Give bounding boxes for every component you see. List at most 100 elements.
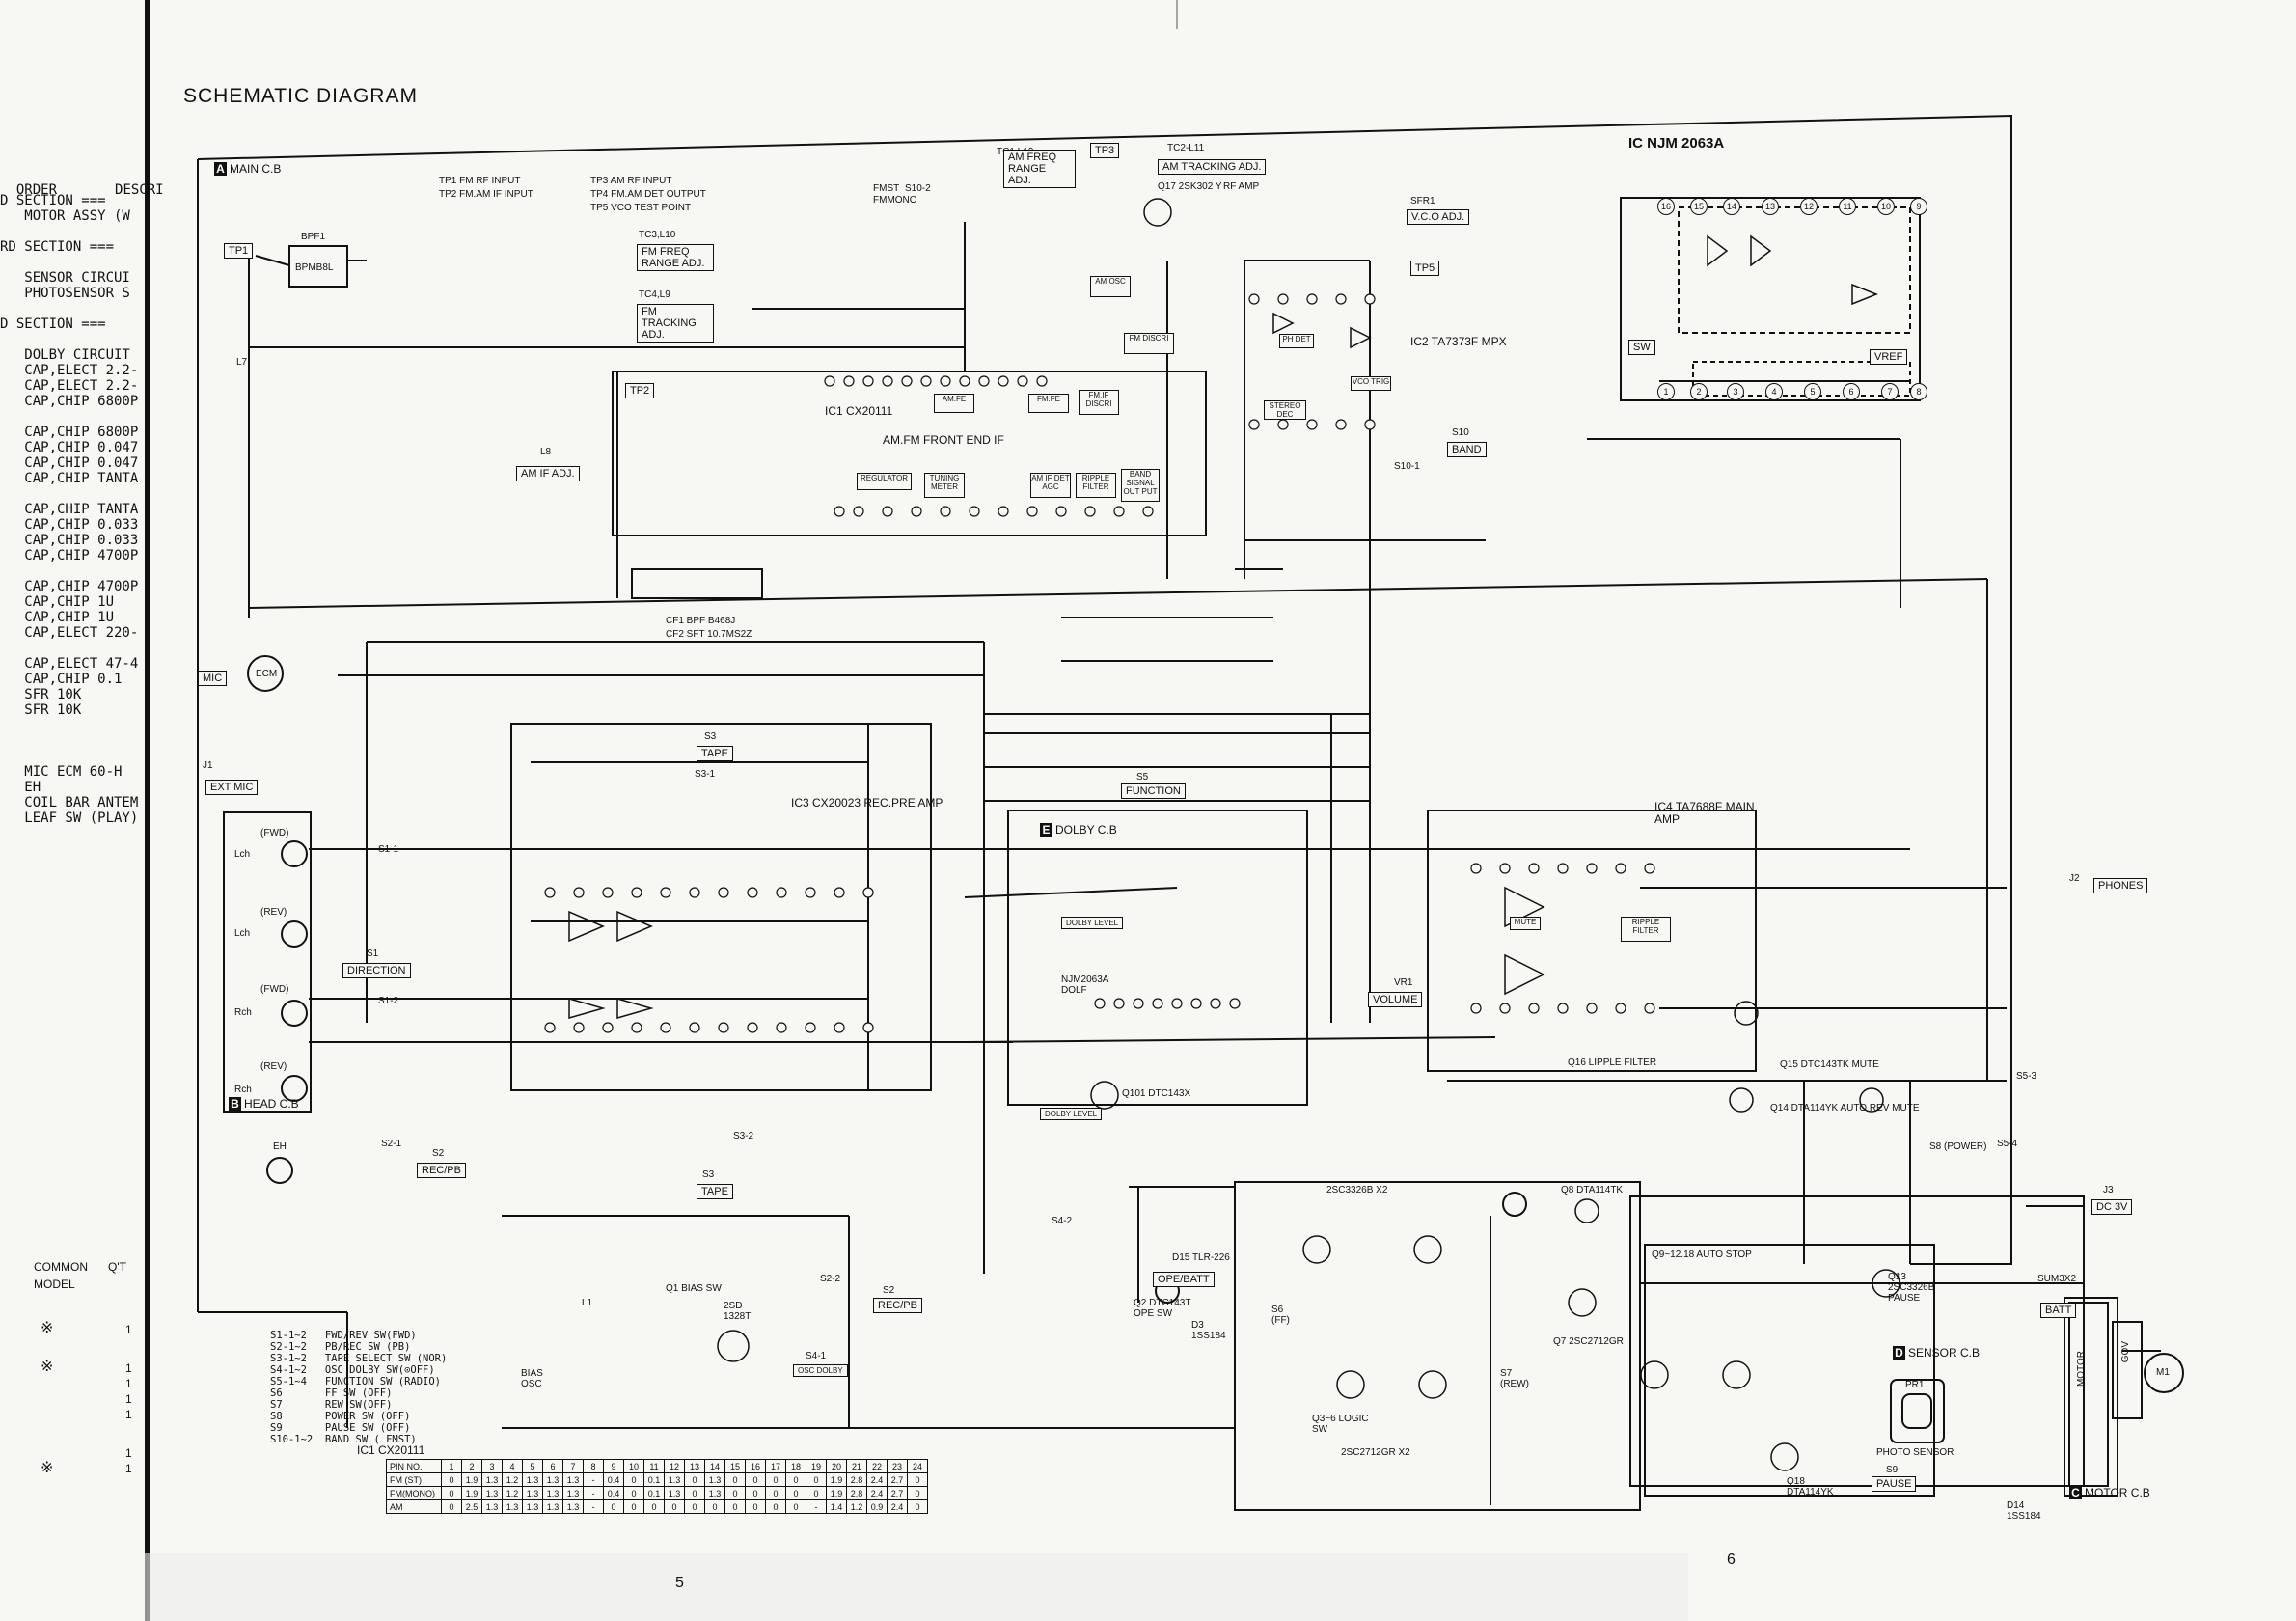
am-if-det-block: AM IF DET AGC <box>1030 473 1071 498</box>
table-cell: 0 <box>684 1486 705 1500</box>
dolby-level-box: DOLBY LEVEL <box>1061 917 1124 929</box>
ic-pin: 7 <box>1881 383 1899 400</box>
table-cell: 1.9 <box>826 1472 847 1487</box>
table-cell: 1.3 <box>562 1499 584 1514</box>
s2-1-label: S2-1 <box>381 1139 402 1149</box>
table-cell: 0 <box>765 1486 786 1500</box>
vr1-label: VR1 <box>1394 977 1413 988</box>
qty-value: 1 <box>125 1408 132 1421</box>
parts-list-line: MOTOR ASSY (W <box>0 208 130 224</box>
s3-2-label: S3-2 <box>733 1131 754 1141</box>
switch-legend-line: S7 REW SW(OFF) <box>270 1399 393 1411</box>
regulator-block: REGULATOR <box>857 473 912 490</box>
tc4-label: TC4,L9 <box>639 289 670 300</box>
pause-box: PAUSE <box>1872 1476 1917 1492</box>
tp1-box: TP1 <box>224 243 254 259</box>
fmst-label: FMST <box>873 183 900 194</box>
ic-pin: 13 <box>1762 198 1779 215</box>
s9-label: S9 <box>1886 1465 1899 1475</box>
table-cell: 2.8 <box>846 1486 867 1500</box>
motor-label: MOTOR <box>2076 1351 2087 1387</box>
table-cell: 1.2 <box>846 1499 867 1514</box>
phones-box: PHONES <box>2093 878 2148 893</box>
qty-value: 1 <box>125 1462 132 1475</box>
s2-label: S2 <box>883 1285 895 1296</box>
dolby-level-box: DOLBY LEVEL <box>1040 1108 1103 1120</box>
parts-list: D SECTION === MOTOR ASSY (W RD SECTION =… <box>0 193 143 826</box>
parts-list-line: MIC ECM 60-H <box>0 764 123 780</box>
parts-list-line: DOLBY CIRCUIT <box>0 347 130 363</box>
mic-box: MIC <box>198 671 228 686</box>
rev-label: (REV) <box>260 907 287 918</box>
d14-label: D14 1SS184 <box>2007 1500 2041 1522</box>
table-cell: 0 <box>806 1472 827 1487</box>
sum3x2-label: SUM3X2 <box>2037 1274 2077 1284</box>
table-cell: 16 <box>745 1459 766 1473</box>
table-cell: 2.8 <box>846 1472 867 1487</box>
am-tracking-adj: AM TRACKING ADJ. <box>1158 159 1267 175</box>
dc3v-box: DC 3V <box>2091 1199 2133 1215</box>
stereo-block: STEREO DEC <box>1264 400 1306 420</box>
mute-block: MUTE <box>1510 917 1541 930</box>
switch-legend-line: S1-1~2 FWD/REV SW(FWD) <box>270 1330 417 1341</box>
parts-list-line: D SECTION === <box>0 193 106 208</box>
table-cell: 1.3 <box>481 1472 503 1487</box>
table-cell: 2 <box>461 1459 482 1473</box>
common-mark: ※ <box>41 1359 54 1375</box>
j2-label: J2 <box>2069 873 2080 884</box>
pr1-label: PR1 <box>1905 1380 1925 1390</box>
common-label: COMMON <box>34 1260 88 1274</box>
table-cell: 0 <box>603 1499 624 1514</box>
table-cell: 0 <box>684 1499 705 1514</box>
s4-1-label: S4-1 <box>806 1351 827 1361</box>
table-cell: 2.7 <box>887 1472 908 1487</box>
parts-list-line: CAP,CHIP 6800P <box>0 425 139 440</box>
s10-label: S10 <box>1452 427 1469 438</box>
tp3-legend: TP3 AM RF INPUT <box>590 176 672 186</box>
table-cell: 0 <box>765 1472 786 1487</box>
parts-list-line: D SECTION === <box>0 316 106 332</box>
section-label: HEAD C.B <box>244 1097 299 1111</box>
s2-label: S2 <box>432 1148 445 1159</box>
table-cell: 1.9 <box>461 1472 482 1487</box>
ic-pin: 12 <box>1800 198 1818 215</box>
table-cell: 0 <box>664 1499 685 1514</box>
table-cell: 0 <box>745 1499 766 1514</box>
s5-3-label: S5-3 <box>2016 1071 2037 1082</box>
switch-legend-line: S10-1~2 BAND SW ( FMST) <box>270 1434 417 1445</box>
page-number-left: 5 <box>675 1575 684 1591</box>
parts-list-line: CAP,CHIP TANTA <box>0 471 139 486</box>
tp2-box: TP2 <box>625 383 655 398</box>
s3-1-label: S3-1 <box>695 769 716 780</box>
parts-list-line: SFR 10K <box>0 687 82 702</box>
s4-2-label: S4-2 <box>1052 1216 1073 1226</box>
tape-box: TAPE <box>697 1184 733 1199</box>
parts-list-line: COIL BAR ANTEM <box>0 795 139 810</box>
table-cell: 20 <box>826 1459 847 1473</box>
table-cell: 0 <box>724 1486 746 1500</box>
table-cell: 13 <box>684 1459 705 1473</box>
q17-label: Q17 2SK302 Y <box>1158 181 1222 192</box>
parts-list-line: CAP,CHIP 0.033 <box>0 517 139 533</box>
q18-label: Q18 DTA114YK <box>1787 1476 1834 1497</box>
q2-label: Q2 DTC143T OPE SW <box>1134 1298 1191 1319</box>
band-signal-block: BAND SIGNAL OUT PUT <box>1121 469 1160 502</box>
table-cell: 0 <box>684 1472 705 1487</box>
table-cell: 1.3 <box>522 1486 543 1500</box>
table-cell: 1.3 <box>542 1472 563 1487</box>
s5-4-label: S5-4 <box>1997 1139 2018 1149</box>
table-cell: 9 <box>603 1459 624 1473</box>
parts-list-line: CAP,CHIP 0.047 <box>0 440 139 455</box>
s5-label: S5 <box>1136 772 1149 783</box>
pll-block: PH DET <box>1279 334 1314 348</box>
table-cell: 0.4 <box>603 1472 624 1487</box>
d3-label: D3 1SS184 <box>1191 1320 1226 1341</box>
ic-pin: 9 <box>1910 198 1927 215</box>
s3-label: S3 <box>702 1169 715 1180</box>
parts-list-line: CAP,ELECT 47-4 <box>0 656 139 672</box>
section-label: DOLBY C.B <box>1055 823 1117 837</box>
